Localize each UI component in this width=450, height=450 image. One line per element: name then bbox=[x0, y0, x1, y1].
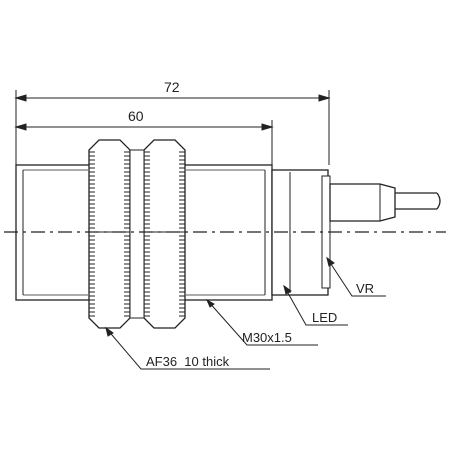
dimension-overall-label: 72 bbox=[164, 79, 180, 95]
nut-gap bbox=[129, 149, 145, 319]
locking-nut-left bbox=[88, 139, 131, 329]
locking-nut-right bbox=[143, 139, 186, 329]
nut-knurling bbox=[89, 151, 185, 317]
cable bbox=[329, 183, 441, 222]
callout-led: LED bbox=[312, 310, 337, 325]
leader-lines bbox=[105, 256, 386, 370]
dimension-body-label: 60 bbox=[128, 108, 144, 124]
dimension-overall bbox=[14, 90, 331, 165]
dimension-body bbox=[14, 120, 274, 165]
callout-thread: M30x1.5 bbox=[242, 330, 292, 345]
callout-nut: AF36 10 thick bbox=[146, 354, 230, 369]
callout-vr: VR bbox=[356, 281, 374, 296]
